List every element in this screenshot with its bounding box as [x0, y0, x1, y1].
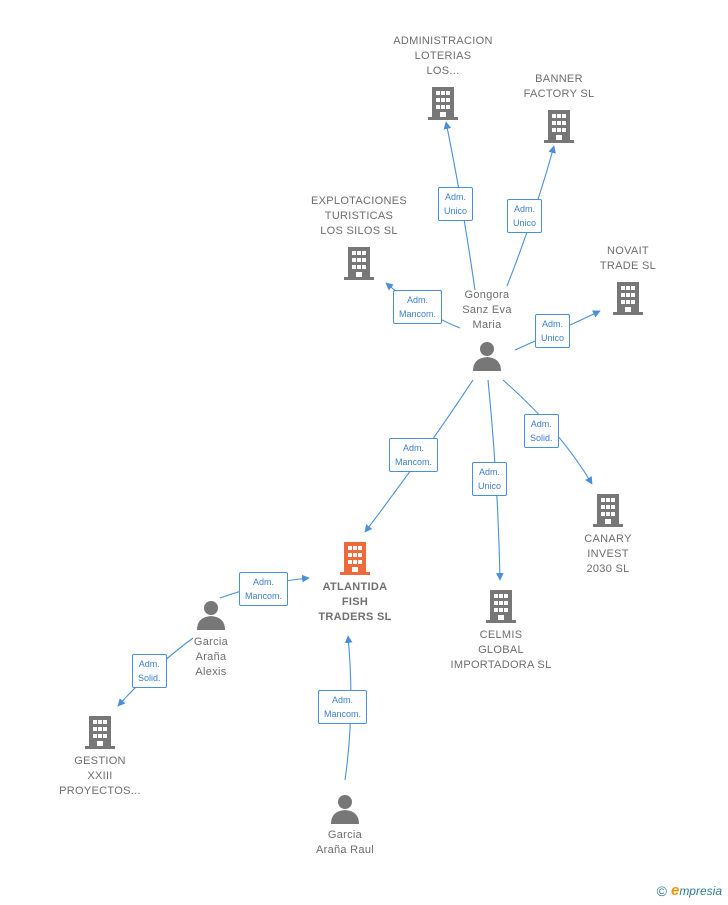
- node-gongora[interactable]: Gongora Sanz Eva Maria: [447, 288, 527, 371]
- role-label-explotaciones: Adm. Mancom.: [393, 290, 443, 324]
- building-icon: [613, 282, 643, 315]
- node-explotaciones[interactable]: EXPLOTACIONES TURISTICAS LOS SILOS SL: [300, 194, 418, 281]
- node-label: CANARY INVEST 2030 SL: [584, 533, 632, 575]
- node-celmis[interactable]: CELMIS GLOBAL IMPORTADORA SL: [440, 588, 562, 673]
- building-icon: [344, 247, 374, 280]
- brand-name: mpresia: [679, 883, 722, 898]
- person-icon: [473, 342, 501, 371]
- node-garcia-raul[interactable]: Garcia Araña Raul: [300, 794, 390, 858]
- building-icon: [428, 87, 458, 120]
- node-gestion[interactable]: GESTION XXIII PROYECTOS...: [50, 714, 150, 799]
- building-icon: [85, 716, 115, 749]
- node-label: NOVAIT TRADE SL: [599, 245, 657, 272]
- node-novait[interactable]: NOVAIT TRADE SL: [586, 244, 670, 316]
- role-label-atlantida-raul: Adm. Mancom.: [318, 690, 368, 724]
- role-label-gestion: Adm. Solid.: [132, 654, 167, 688]
- building-icon: [340, 542, 370, 575]
- node-label: BANNER FACTORY SL: [523, 73, 595, 100]
- role-label-atlantida-gongora: Adm. Mancom.: [389, 438, 439, 472]
- node-label: ATLANTIDA FISH TRADERS SL: [318, 581, 392, 623]
- node-label: CELMIS GLOBAL IMPORTADORA SL: [450, 629, 552, 671]
- role-label-banner: Adm. Unico: [507, 199, 543, 233]
- role-label-novait: Adm. Unico: [535, 314, 571, 348]
- building-icon: [486, 590, 516, 623]
- node-label: Garcia Araña Alexis: [193, 636, 229, 678]
- building-icon: [544, 110, 574, 143]
- copyright-icon: ©: [656, 882, 667, 899]
- node-canary[interactable]: CANARY INVEST 2030 SL: [566, 492, 650, 577]
- person-icon: [197, 601, 225, 630]
- node-label: Garcia Araña Raul: [315, 829, 375, 856]
- empresia-copyright[interactable]: © e mpresia: [657, 882, 722, 899]
- node-atlantida[interactable]: ATLANTIDA FISH TRADERS SL: [300, 540, 410, 625]
- role-label-atlantida-alexis: Adm. Mancom.: [239, 572, 289, 606]
- node-banner-factory[interactable]: BANNER FACTORY SL: [510, 72, 608, 144]
- node-label: ADMINISTRACION LOTERIAS LOS...: [393, 35, 493, 77]
- role-label-canary: Adm. Solid.: [524, 414, 559, 448]
- role-label-admin-loterias: Adm. Unico: [438, 187, 474, 221]
- node-garcia-alexis[interactable]: Garcia Araña Alexis: [176, 600, 246, 680]
- role-label-celmis: Adm. Unico: [472, 462, 508, 496]
- building-icon: [593, 494, 623, 527]
- node-label: GESTION XXIII PROYECTOS...: [59, 755, 141, 797]
- person-icon: [331, 795, 359, 824]
- brand-initial: e: [670, 882, 680, 899]
- node-label: EXPLOTACIONES TURISTICAS LOS SILOS SL: [311, 195, 407, 237]
- node-admin-loterias[interactable]: ADMINISTRACION LOTERIAS LOS...: [385, 34, 501, 121]
- node-label: Gongora Sanz Eva Maria: [462, 289, 512, 331]
